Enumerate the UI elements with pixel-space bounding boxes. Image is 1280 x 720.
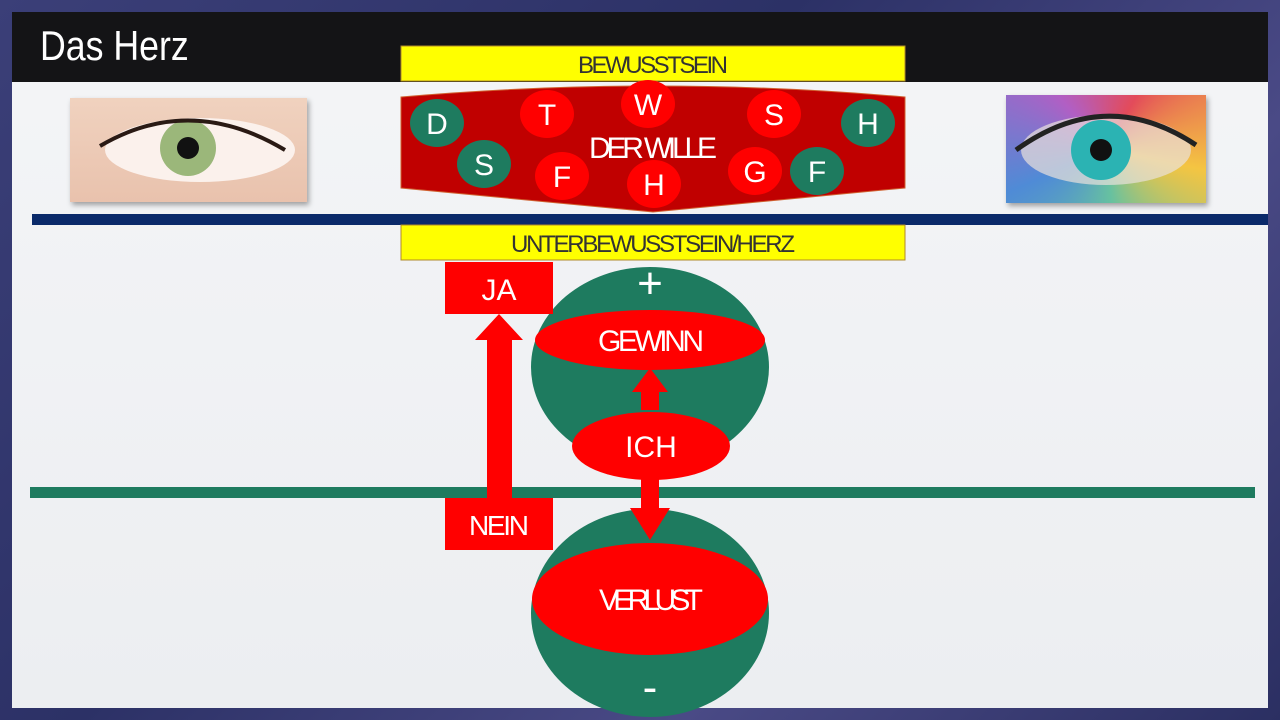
subconscious-banner: [400, 224, 906, 261]
will-letter-circle: [457, 140, 511, 188]
will-letter: H: [857, 108, 879, 141]
conscious-divider: [32, 214, 1268, 225]
no-label: NEIN: [469, 510, 529, 541]
plus-sign: +: [637, 259, 663, 308]
will-letter: F: [553, 161, 571, 194]
will-letter-circle: [410, 99, 464, 147]
will-letter: H: [643, 169, 665, 202]
gain-label: GEWINN: [598, 325, 704, 358]
will-letter: W: [634, 89, 663, 122]
minus-sign: -: [643, 663, 658, 712]
conscious-banner: [400, 45, 906, 82]
will-letter-circle: [627, 160, 681, 208]
arrow-down-to-loss: [630, 478, 670, 540]
yes-box: [445, 262, 553, 314]
will-letter-circle: [621, 80, 675, 128]
will-letter-circle: [747, 90, 801, 138]
yes-label: JA: [481, 274, 516, 307]
no-box: [445, 498, 553, 550]
will-letter: G: [743, 156, 766, 189]
will-label: DER WILLE: [589, 132, 717, 165]
will-letter: F: [808, 156, 826, 189]
will-letter: S: [474, 149, 494, 182]
self-ellipse: [572, 412, 730, 480]
polygon-art-eye-image: [1006, 95, 1206, 203]
will-letter-circle: [790, 147, 844, 195]
loss-ellipse: [532, 543, 768, 655]
conscious-label: BEWUSSTSEIN: [578, 52, 728, 79]
will-letter-circle: [535, 152, 589, 200]
arrow-no-to-yes: [475, 314, 523, 500]
self-label: ICH: [625, 431, 677, 464]
will-letter: D: [426, 108, 448, 141]
subconscious-label: UNTERBEWUSSTSEIN/HERZ: [511, 231, 795, 258]
will-letter: S: [764, 99, 784, 132]
natural-eye-image: [70, 98, 307, 202]
arrow-up-to-gain: [632, 368, 668, 410]
gain-ellipse: [535, 310, 765, 370]
will-letter-circle: [728, 147, 782, 195]
slide-title: Das Herz: [40, 22, 189, 69]
loss-label: VERLUST: [599, 584, 703, 617]
will-letter-circle: [841, 99, 895, 147]
will-letter-circle: [520, 90, 574, 138]
will-letter: T: [538, 99, 556, 132]
